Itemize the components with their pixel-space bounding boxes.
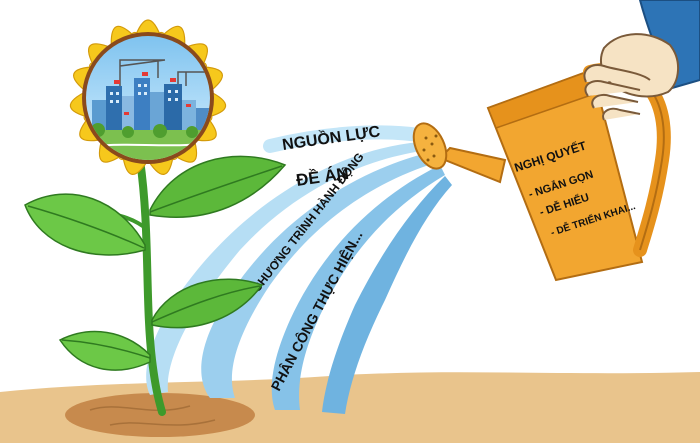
hand <box>583 0 700 121</box>
ground <box>0 372 700 443</box>
label-resources: NGUỒN LỰC <box>281 121 382 154</box>
spout-rose <box>412 122 448 170</box>
leaf-lower-left <box>58 330 151 371</box>
plant <box>24 155 287 416</box>
leaf-upper-right <box>149 155 287 218</box>
city-disc <box>82 32 214 164</box>
water-streams <box>146 125 452 414</box>
